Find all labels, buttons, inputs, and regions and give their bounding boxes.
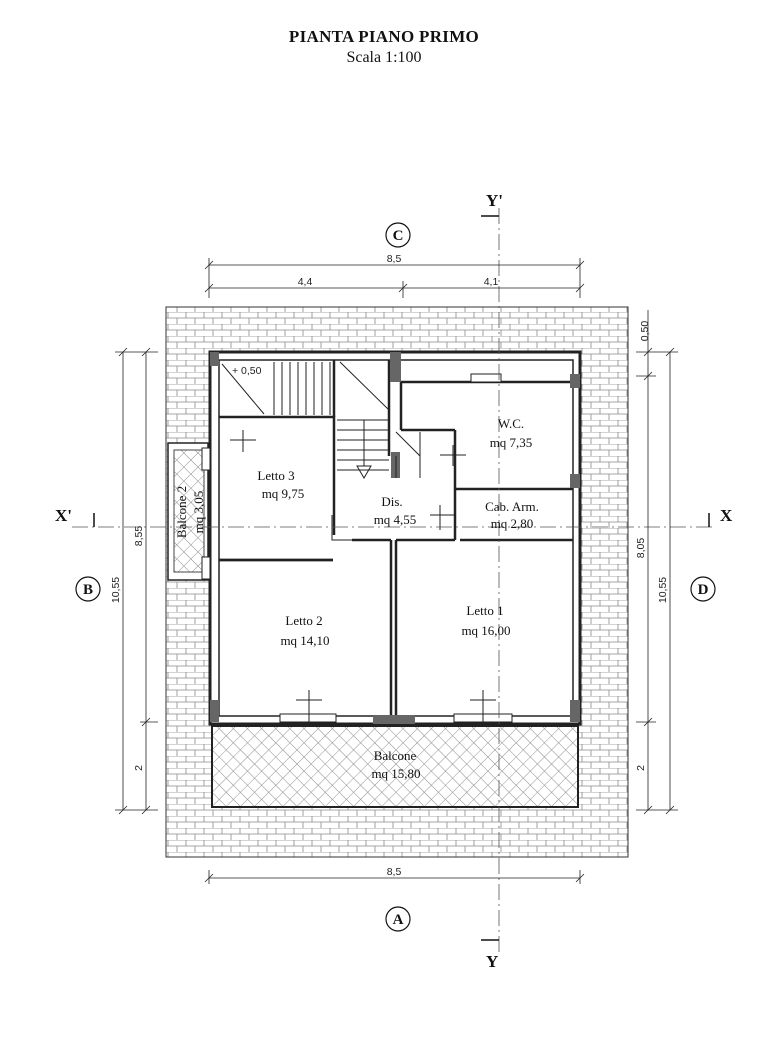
west-balcony-tiles	[173, 449, 205, 573]
dim-right-balcony: 2	[635, 765, 647, 771]
staircase	[221, 361, 421, 479]
room-balcone-area: mq 15,80	[371, 766, 420, 781]
dim-right-outer: 10,55	[657, 577, 669, 603]
right-dimension-lines	[636, 310, 678, 815]
dim-top-right: 4,1	[484, 276, 499, 288]
dim-bottom-total: 8,5	[387, 866, 402, 878]
south-balcony-floor	[211, 725, 579, 808]
door-marks	[230, 430, 496, 722]
grid-label-top: C	[393, 228, 404, 244]
dim-left-outer: 10,55	[110, 577, 122, 603]
room-letto1-area: mq 16,00	[461, 623, 510, 638]
dim-right-top: 0,50	[639, 321, 651, 342]
dim-left-balcony: 2	[133, 765, 145, 771]
dim-left-inner: 8,55	[133, 526, 145, 547]
room-letto3-area: mq 9,75	[262, 486, 305, 501]
stair-level-label: + 0,50	[232, 365, 262, 377]
room-letto3-name: Letto 3	[257, 468, 294, 483]
grid-label-right: D	[698, 582, 709, 598]
section-marks	[93, 215, 710, 941]
bottom-dimension-line	[204, 870, 585, 884]
room-wc-area: mq 7,35	[490, 435, 533, 450]
section-x-right-label: X	[720, 506, 733, 525]
room-letto2-area: mq 14,10	[280, 633, 329, 648]
page-title: PIANTA PIANO PRIMO	[288, 27, 480, 46]
section-y-top-label: Y'	[486, 191, 503, 210]
room-balcone-name: Balcone	[374, 748, 417, 763]
dim-top-left: 4,4	[298, 276, 313, 288]
left-dimension-lines	[115, 347, 158, 815]
section-x-left-label: X'	[55, 506, 72, 525]
dim-right-inner: 8,05	[635, 538, 647, 559]
room-dis-area: mq 4,55	[374, 512, 417, 527]
grid-label-left: B	[83, 582, 93, 598]
room-cab-area: mq 2,80	[491, 516, 534, 531]
room-cab-name: Cab. Arm.	[485, 499, 539, 514]
room-letto1-name: Letto 1	[466, 603, 503, 618]
room-wc-name: W.C.	[498, 416, 524, 431]
grid-circles	[75, 222, 716, 932]
top-dimension-lines	[204, 258, 585, 298]
room-balcone2-area: mq 3,05	[191, 491, 206, 534]
dim-top-total: 8,5	[387, 253, 402, 265]
scale-label: Scala 1:100	[346, 49, 422, 66]
section-y-bottom-label: Y	[486, 952, 498, 971]
room-balcone2-name: Balcone 2	[174, 486, 189, 538]
room-dis-name: Dis.	[381, 494, 402, 509]
room-letto2-name: Letto 2	[285, 613, 322, 628]
grid-label-bottom: A	[393, 912, 404, 928]
